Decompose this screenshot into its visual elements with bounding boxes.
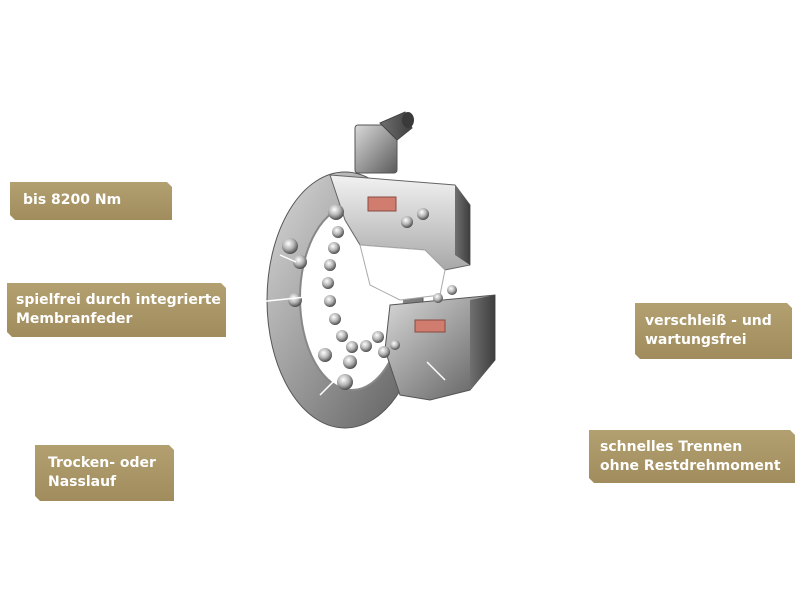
connector xyxy=(354,111,414,174)
housing xyxy=(329,174,496,401)
coil-highlight-top xyxy=(367,196,397,212)
feature-spring-line2: Membranfeder xyxy=(16,311,133,327)
feature-label-wet: Trocken- oder Nasslauf xyxy=(35,445,174,501)
feature-wet-line2: Nasslauf xyxy=(48,474,117,490)
feature-wear-line1: verschleiß - und xyxy=(645,313,772,329)
feature-spring-line1: spielfrei durch integrierte xyxy=(16,292,221,308)
feature-torque-text: bis 8200 Nm xyxy=(23,192,122,208)
feature-label-torque: bis 8200 Nm xyxy=(10,182,172,220)
feature-wear-line2: wartungsfrei xyxy=(645,332,747,348)
feature-sep-line1: schnelles Trennen xyxy=(600,439,743,455)
feature-sep-line2: ohne Restdrehmoment xyxy=(600,458,781,474)
coil-highlight-bottom xyxy=(414,319,446,333)
roller-ring xyxy=(322,226,400,358)
feature-label-separation: schnelles Trennen ohne Restdrehmoment xyxy=(589,430,795,483)
feature-label-spring: spielfrei durch integrierte Membranfeder xyxy=(7,283,226,337)
flange-bolts xyxy=(282,204,357,390)
feature-label-wear: verschleiß - und wartungsfrei xyxy=(635,303,792,359)
bearing-balls xyxy=(401,208,457,303)
feature-wet-line1: Trocken- oder xyxy=(48,455,156,471)
leader-lines xyxy=(227,254,446,396)
